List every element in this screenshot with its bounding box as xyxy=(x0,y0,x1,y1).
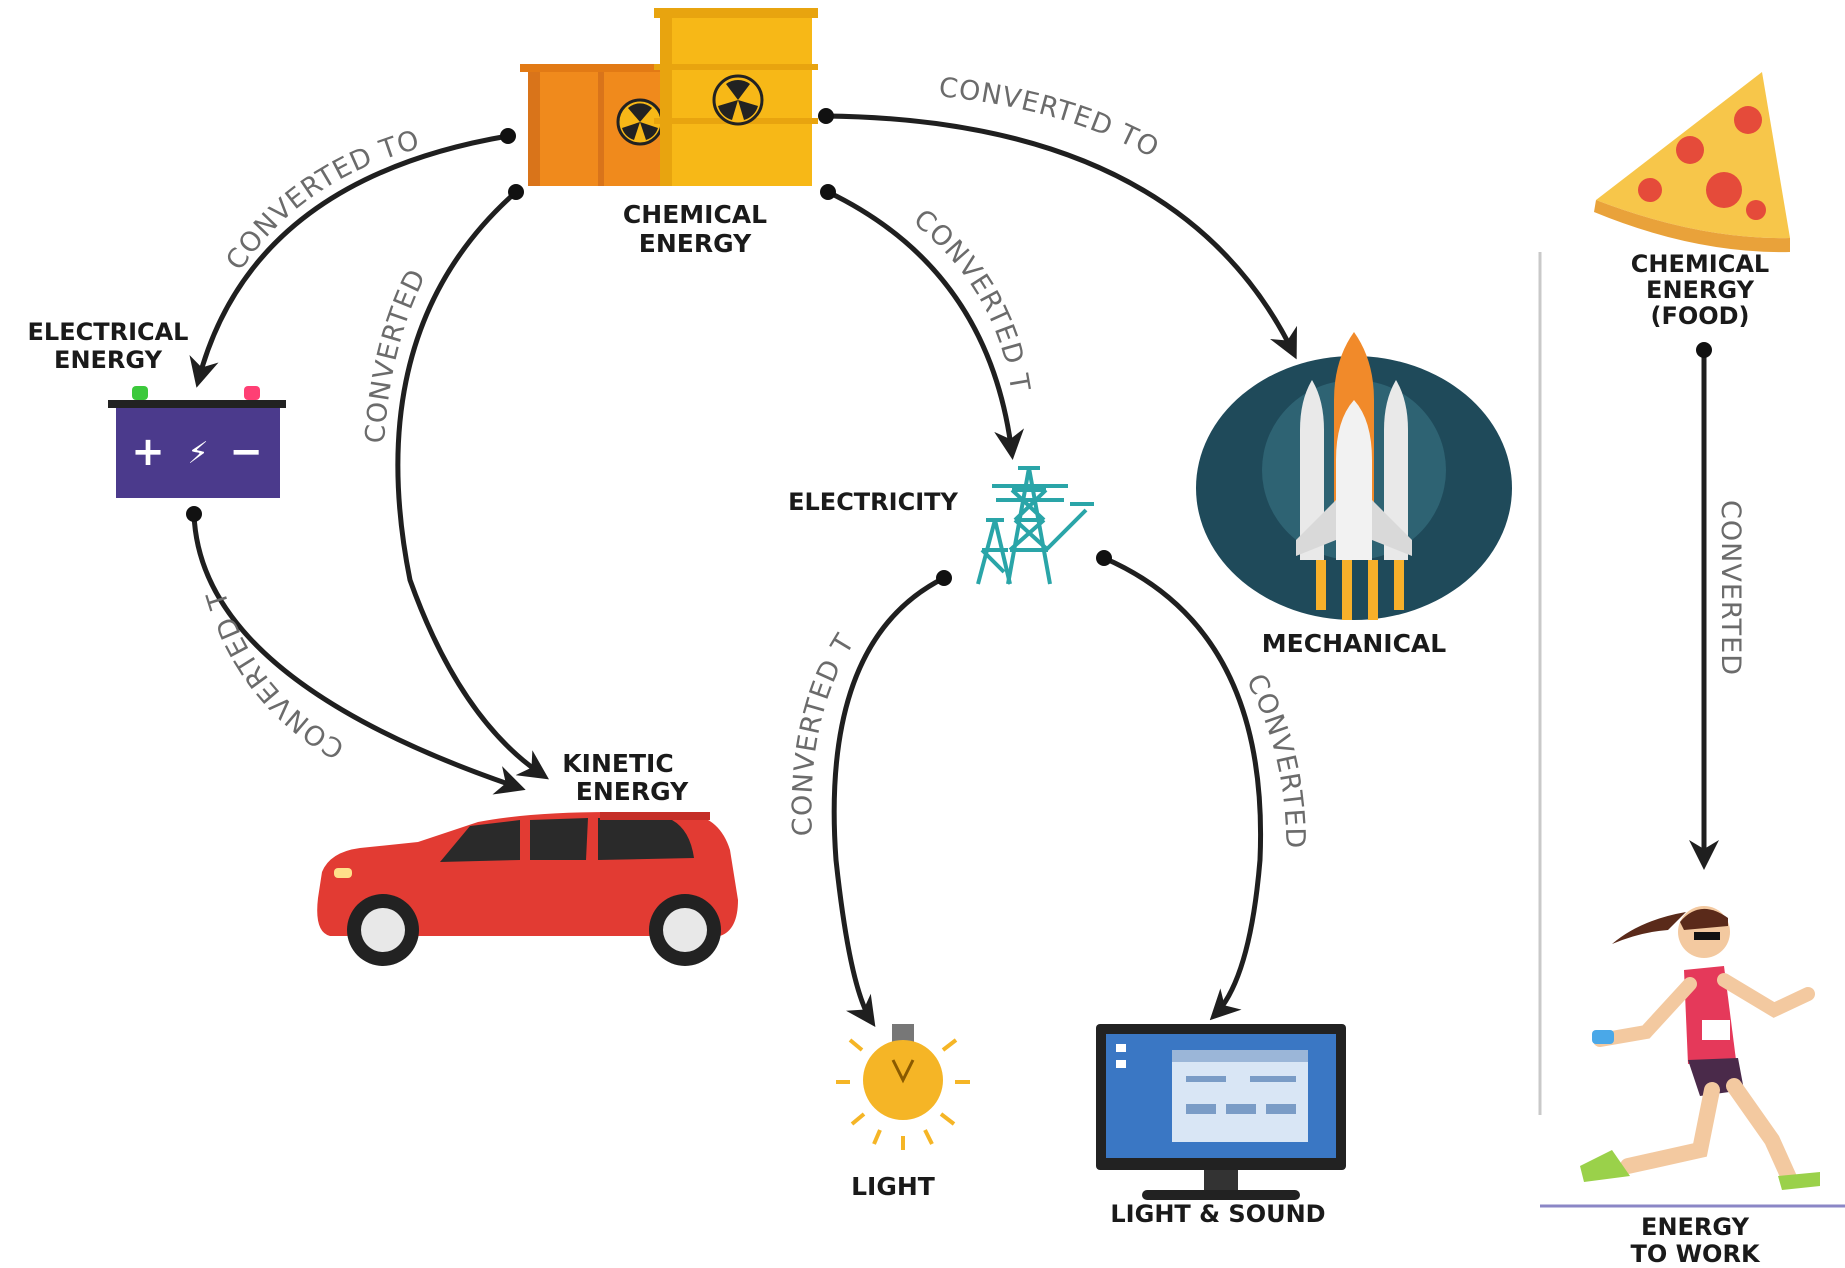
chemical-energy-barrels-icon xyxy=(520,8,818,186)
pizza-icon xyxy=(1594,72,1790,253)
edge-dot xyxy=(1096,550,1112,566)
kinetic-energy-label-2: ENERGY xyxy=(576,777,689,806)
light-sound-label: LIGHT & SOUND xyxy=(1110,1200,1325,1228)
edge-label-food-work: CONVERTED TO xyxy=(0,0,1745,686)
food-energy-label-1: CHEMICAL xyxy=(1631,250,1769,278)
arrow-electrical-to-kinetic xyxy=(191,513,526,795)
edge-dot xyxy=(186,506,202,522)
power-tower-icon xyxy=(976,466,1094,585)
edge-dot xyxy=(818,108,834,124)
monitor-icon xyxy=(1096,1024,1346,1200)
arrow-chemical-to-kinetic xyxy=(395,190,549,780)
edge-dot xyxy=(936,570,952,586)
chemical-energy-label-2: ENERGY xyxy=(639,229,752,258)
battery-icon: + ⚡ − xyxy=(108,386,286,498)
arrow-electricity-to-light xyxy=(831,575,946,1027)
rocket-icon xyxy=(1196,332,1512,620)
work-energy-label-1: ENERGY xyxy=(1641,1213,1750,1241)
light-bulb-icon xyxy=(836,1024,970,1150)
arrow-chemical-to-electrical xyxy=(189,133,509,388)
work-energy-label-2: TO WORK xyxy=(1630,1240,1760,1268)
mechanical-label: MECHANICAL xyxy=(1262,629,1446,658)
edge-dot xyxy=(820,184,836,200)
arrow-chemical-to-electricity xyxy=(826,189,1025,460)
battery-minus: − xyxy=(229,429,263,475)
edge-label-chemical-kinetic: CONVERTED TO xyxy=(0,0,437,444)
battery-bolt: ⚡ xyxy=(187,436,208,471)
chemical-energy-label-1: CHEMICAL xyxy=(623,200,767,229)
food-energy-label-3: (FOOD) xyxy=(1650,302,1749,330)
food-energy-label-2: ENERGY xyxy=(1646,276,1755,304)
electrical-energy-label-1: ELECTRICAL xyxy=(28,318,189,346)
edge-label-electrical-kinetic: CONVERTED TO xyxy=(0,0,349,765)
electrical-energy-label-2: ENERGY xyxy=(54,346,163,374)
arrow-electricity-to-light-sound xyxy=(1103,555,1264,1021)
battery-plus: + xyxy=(131,429,165,475)
runner-icon xyxy=(1580,906,1820,1190)
arrow-chemical-to-mechanical xyxy=(825,113,1297,360)
light-label: LIGHT xyxy=(851,1172,935,1201)
electricity-label: ELECTRICITY xyxy=(788,488,958,516)
edge-dot xyxy=(500,128,516,144)
edge-dot xyxy=(1696,342,1712,358)
car-icon xyxy=(317,812,738,966)
edge-dot xyxy=(508,184,524,200)
kinetic-energy-label-1: KINETIC xyxy=(562,749,673,778)
edge-label-chemical-electrical: CONVERTED TO xyxy=(220,124,423,275)
